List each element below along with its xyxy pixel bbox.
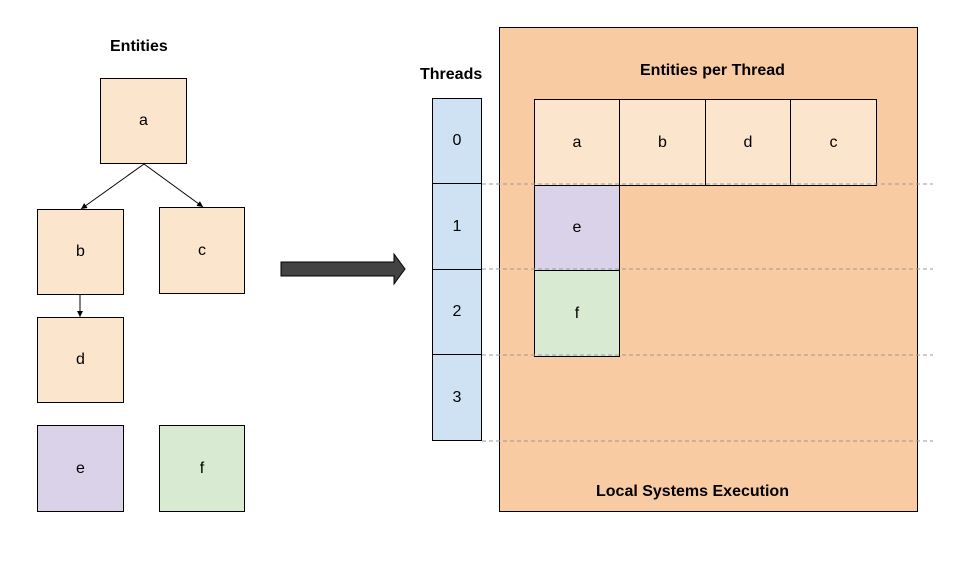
local-systems-execution-title: Local Systems Execution	[596, 483, 789, 500]
entity-node-d: d	[37, 317, 124, 403]
entity-node-c: c	[159, 207, 245, 294]
edge-a-c	[143, 163, 204, 208]
thread-1-entity-e: e	[534, 185, 620, 271]
thread-2-entity-f: f	[534, 270, 620, 357]
entities-title: Entities	[110, 38, 168, 55]
transform-arrow-icon	[280, 252, 406, 286]
threads-title: Threads	[420, 66, 483, 83]
thread-cell-2: 2	[432, 269, 482, 355]
entities-per-thread-title: Entities per Thread	[640, 62, 785, 79]
thread-0-entity-c: c	[790, 99, 877, 186]
thread-cell-1: 1	[432, 183, 482, 270]
thread-0-entity-b: b	[619, 99, 706, 186]
entity-node-f: f	[159, 425, 245, 512]
thread-0-entity-d: d	[705, 99, 791, 186]
entity-node-e: e	[37, 425, 124, 512]
entity-node-b: b	[37, 209, 124, 295]
thread-cell-3: 3	[432, 354, 482, 441]
edge-a-b	[80, 163, 145, 210]
thread-cell-0: 0	[432, 98, 482, 184]
entity-node-a: a	[100, 78, 187, 164]
